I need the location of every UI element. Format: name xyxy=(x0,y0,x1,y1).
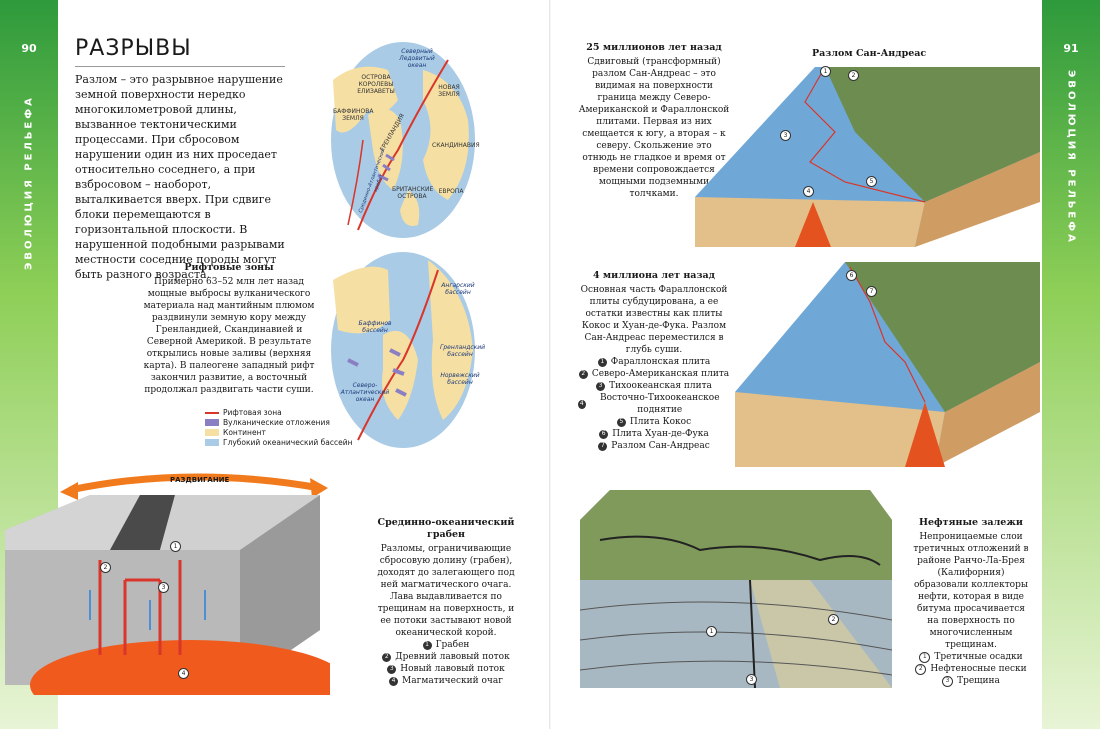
map1-label-novaya: НОВАЯ ЗЕМЛЯ xyxy=(438,84,460,98)
ma4-title: 4 миллиона лет назад xyxy=(592,270,715,281)
ma4-block: 4 миллиона лет назад Основная часть Фара… xyxy=(578,270,730,452)
san-andreas-25ma-illustration xyxy=(695,66,1040,247)
graben-title: Срединно-океанический грабен xyxy=(377,517,515,540)
map1-label-baffin: БАФФИНОВА ЗЕМЛЯ xyxy=(333,108,374,122)
legend-swatch-volcanic xyxy=(205,419,219,426)
graben-block: Срединно-океанический грабен Разломы, ог… xyxy=(372,517,520,687)
legend-item: Рифтовая зона xyxy=(205,408,352,417)
map2-label-baffin: Баффинов бассейн xyxy=(358,320,392,334)
right-side-title: ЭВОЛЮЦИЯ РЕЛЬЕФА xyxy=(1065,70,1077,245)
spread-label: РАЗДВИГАНИЕ xyxy=(170,476,230,484)
graben-text: Разломы, ограничивающие сбросовую долину… xyxy=(377,544,515,638)
ma25-text: Сдвиговый (трансформный) разлом Сан-Андр… xyxy=(578,57,730,199)
left-side-title: ЭВОЛЮЦИЯ РЕЛЬЕФА xyxy=(23,95,35,270)
oil-block: Нефтяные залежи Непроницаемые слои трети… xyxy=(912,517,1030,687)
graben-marker-3: 3 xyxy=(158,582,169,593)
page-title: РАЗРЫВЫ xyxy=(75,36,192,61)
ma4-text: Основная часть Фараллонской плиты субдуц… xyxy=(580,285,728,355)
legend-swatch-ocean xyxy=(205,439,219,446)
graben-marker-4: 4 xyxy=(178,668,189,679)
right-side-bar: 91 ЭВОЛЮЦИЯ РЕЛЬЕФА xyxy=(1042,0,1100,729)
sa25-marker-1: 1 xyxy=(820,66,831,77)
oil-text: Непроницаемые слои третичных отложений в… xyxy=(913,532,1029,650)
map1-label-britain: БРИТАНСКИЕ ОСТРОВА xyxy=(392,186,434,200)
map2-label-angara: Ангарский бассейн xyxy=(441,282,475,296)
ma25-title: 25 миллионов лет назад xyxy=(586,42,722,53)
oil-title: Нефтяные залежи xyxy=(919,517,1023,528)
map1-label-ocean: Северный Ледовитый океан xyxy=(399,48,435,69)
map2-label-atlantic: Северо-Атлантический океан xyxy=(340,382,390,403)
sa4-marker-6: 6 xyxy=(846,270,857,281)
right-page-number: 91 xyxy=(1063,42,1079,55)
map1-label-scandinavia: СКАНДИНАВИЯ xyxy=(432,142,480,149)
ma25-block: 25 миллионов лет назад Сдвиговый (трансф… xyxy=(578,42,730,200)
page-gutter xyxy=(549,0,551,729)
graben-marker-2: 2 xyxy=(100,562,111,573)
map2-label-norway: Норвежский бассейн xyxy=(440,372,480,386)
legend-swatch-rift xyxy=(205,411,219,414)
legend-item: Глубокий океанический бассейн xyxy=(205,438,352,447)
legend-swatch-continent xyxy=(205,429,219,436)
map2-label-greenland-basin: Гренландский бассейн xyxy=(440,344,486,358)
sa25-marker-4: 4 xyxy=(803,186,814,197)
legend-label: Рифтовая зона xyxy=(223,408,282,417)
oil-deposit-illustration xyxy=(580,490,892,688)
left-page-number: 90 xyxy=(21,42,37,55)
sa4-marker-7: 7 xyxy=(866,286,877,297)
sa25-marker-3: 3 xyxy=(780,130,791,141)
legend-label: Глубокий океанический бассейн xyxy=(223,438,353,447)
map-legend: Рифтовая зона Вулканические отложения Ко… xyxy=(205,407,352,448)
rift-zones-block: Рифтовые зоны Примерно 63–52 млн лет наз… xyxy=(140,262,318,396)
title-rule xyxy=(75,66,285,67)
map1-label-europe: ЕВРОПА xyxy=(438,188,464,195)
oil-marker-1: 1 xyxy=(706,626,717,637)
legend-item: Континент xyxy=(205,428,352,437)
legend-item: Вулканические отложения xyxy=(205,418,352,427)
san-andreas-4ma-illustration xyxy=(735,262,1040,467)
map-upper-illustration xyxy=(331,42,475,238)
map-lower-illustration xyxy=(331,252,475,448)
sa25-marker-2: 2 xyxy=(848,70,859,81)
oil-marker-3: 3 xyxy=(746,674,757,685)
rift-text: Примерно 63–52 млн лет назад мощные выбр… xyxy=(143,277,315,395)
rift-title: Рифтовые зоны xyxy=(184,262,274,273)
legend-label: Вулканические отложения xyxy=(223,418,330,427)
legend-label: Континент xyxy=(223,428,266,437)
san-andreas-title: Разлом Сан-Андреас xyxy=(812,48,927,59)
oil-marker-2: 2 xyxy=(828,614,839,625)
intro-text: Разлом – это разрывное нарушение земной … xyxy=(75,73,285,281)
map1-label-elizabeth: ОСТРОВА КОРОЛЕВЫ ЕЛИЗАВЕТЫ xyxy=(357,74,395,95)
sa25-marker-5: 5 xyxy=(866,176,877,187)
graben-marker-1: 1 xyxy=(170,541,181,552)
